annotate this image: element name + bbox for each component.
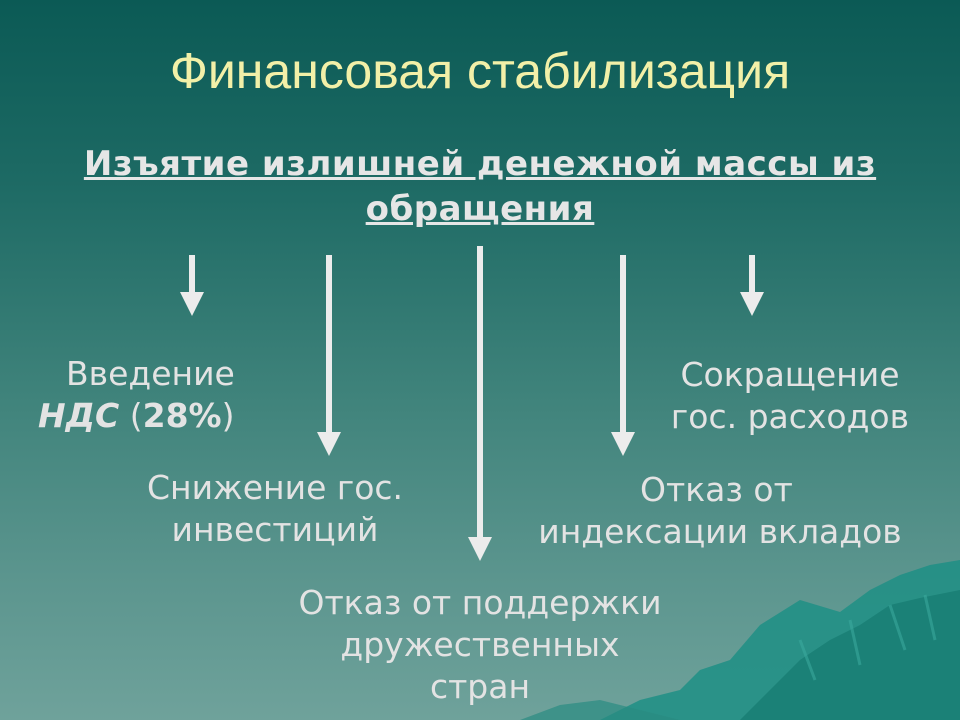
investment-line-2: инвестиций (171, 510, 379, 549)
slide-title: Финансовая стабилизация (169, 43, 791, 99)
subtitle-line-1: Изъятие излишней денежной массы из (83, 144, 877, 184)
item-spending: Сокращение гос. расходов (640, 354, 940, 438)
vat-close-paren: ) (221, 396, 235, 435)
investment-line-1: Снижение гос. (146, 468, 404, 507)
item-vat: Введение НДС (28%) (20, 353, 320, 437)
item-indexation: Отказ от индексации вкладов (500, 469, 940, 553)
item-support: Отказ от поддержки дружественных стран (255, 582, 705, 708)
support-line-1: Отказ от поддержки (298, 583, 662, 622)
spending-line-1: Сокращение (680, 355, 900, 394)
vat-open-paren: ( (119, 396, 143, 435)
down-arrow-icon (740, 255, 764, 316)
indexation-line-1: Отказ от (640, 470, 793, 509)
subtitle-line-2: обращения (365, 189, 595, 229)
vat-line-1: Введение (66, 354, 235, 393)
vat-nds: НДС (38, 396, 120, 435)
down-arrow-icon (611, 255, 635, 456)
indexation-line-2: индексации вкладов (538, 512, 902, 551)
support-line-2: дружественных (340, 625, 620, 664)
slide-subtitle: Изъятие излишней денежной массы из обращ… (40, 142, 920, 232)
spending-line-2: гос. расходов (670, 397, 910, 436)
vat-percent: 28% (142, 396, 222, 435)
down-arrow-icon (317, 255, 341, 456)
item-investment: Снижение гос. инвестиций (110, 467, 440, 551)
down-arrow-icon (180, 255, 204, 316)
support-line-3: стран (429, 667, 531, 706)
vat-line-2: НДС (28%) (20, 395, 320, 437)
down-arrow-icon (468, 246, 492, 561)
